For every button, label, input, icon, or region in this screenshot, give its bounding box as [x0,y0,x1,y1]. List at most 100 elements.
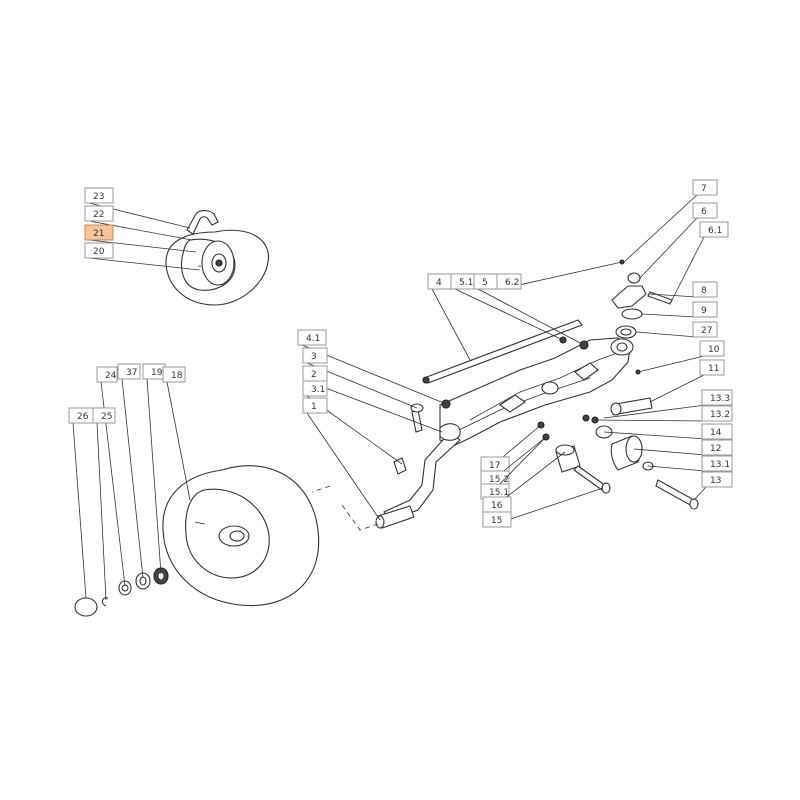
leader-line-11 [649,374,705,403]
leader-line-12 [633,448,707,456]
callout-text-19: 19 [151,368,163,378]
callout-text-5: 5 [482,278,488,288]
callout-box-37[interactable] [117,363,141,380]
callout-12[interactable]: 12 [633,439,733,456]
callout-16[interactable]: 16 [482,451,566,513]
callout-37[interactable]: 37 [117,363,144,579]
callout-5[interactable]: 5 [473,273,585,346]
callout-17[interactable]: 17 [480,424,542,473]
callout-box-15[interactable] [482,511,512,528]
callout-19[interactable]: 19 [142,363,166,575]
callout-5-1[interactable]: 5.1 [450,273,564,341]
callout-box-6[interactable] [692,202,718,219]
callout-text-13: 13 [710,476,721,486]
front-wheel-assembly [74,465,320,617]
callout-text-3: 3 [311,352,317,362]
callout-box-23[interactable] [84,187,114,204]
callout-box-6-1[interactable] [699,221,729,238]
leader-line-5 [477,288,585,346]
leader-line-6 [639,217,698,279]
callout-27[interactable]: 27 [635,321,718,338]
callout-text-22: 22 [93,210,104,220]
callout-text-10: 10 [708,345,720,355]
callout-text-15-1: 15.1 [489,488,509,498]
callout-box-18[interactable] [162,366,186,383]
callout-18[interactable]: 18 [162,366,191,501]
callout-14[interactable]: 14 [603,423,733,440]
callout-13[interactable]: 13 [693,471,733,501]
callout-7[interactable]: 7 [623,179,718,263]
callout-6-1[interactable]: 6.1 [671,221,729,301]
callout-box-14[interactable] [701,423,733,440]
callout-text-16: 16 [491,501,503,511]
callout-text-3-1: 3.1 [311,385,325,395]
callout-box-3[interactable] [302,347,328,364]
leader-line-8 [649,293,698,298]
callout-box-4-1[interactable] [297,329,327,346]
leader-line-7 [623,194,698,263]
leader-line-5-1 [454,288,564,341]
front-axle-assembly [375,259,699,529]
callout-13-2[interactable]: 13.2 [594,405,733,422]
callout-text-13-2: 13.2 [710,410,730,420]
callout-13-3[interactable]: 13.3 [603,389,733,419]
callout-25[interactable]: 25 [92,407,116,601]
callout-box-6-2[interactable] [496,273,522,290]
callout-6-2[interactable]: 6.2 [496,261,623,290]
callout-box-24[interactable] [96,366,118,383]
callout-box-11[interactable] [699,359,725,376]
callout-box-9[interactable] [692,301,718,318]
callout-1[interactable]: 1 [302,397,381,521]
callout-22[interactable]: 22 [84,205,193,241]
callout-26[interactable]: 26 [68,407,94,599]
callout-box-12[interactable] [701,439,733,456]
callout-box-8[interactable] [692,281,718,298]
callout-text-23: 23 [93,192,104,202]
callout-text-5-1: 5.1 [459,278,473,288]
callout-text-2: 2 [311,370,317,380]
callout-4[interactable]: 4 [427,273,471,361]
callout-box-10[interactable] [699,340,725,357]
callout-21[interactable]: 21 [84,224,197,253]
callout-11[interactable]: 11 [649,359,725,403]
callout-24[interactable]: 24 [96,366,126,587]
callout-box-1[interactable] [302,397,328,414]
callout-text-24: 24 [105,371,117,381]
callout-13-1[interactable]: 13.1 [647,455,733,472]
callout-text-6-2: 6.2 [505,278,519,288]
callout-box-3-1[interactable] [302,380,328,397]
callout-box-27[interactable] [692,321,718,338]
leader-line-13-3 [603,404,707,419]
callout-box-7[interactable] [692,179,718,196]
callout-box-22[interactable] [84,205,114,222]
callout-6[interactable]: 6 [639,202,718,279]
callout-15[interactable]: 15 [482,487,604,528]
callout-text-4-1: 4.1 [306,334,320,344]
leader-line-19 [146,378,162,575]
callout-8[interactable]: 8 [649,281,718,298]
callout-box-13-1[interactable] [701,455,733,472]
leader-line-26 [72,422,87,599]
callout-text-8: 8 [701,286,707,296]
callout-box-13[interactable] [701,471,733,488]
callout-text-11: 11 [708,364,719,374]
callout-box-25[interactable] [92,407,116,424]
callout-text-12: 12 [710,444,721,454]
callout-text-26: 26 [77,412,89,422]
callout-text-20: 20 [93,247,105,257]
callout-3-1[interactable]: 3.1 [302,380,403,465]
callout-box-13-3[interactable] [701,389,733,406]
callout-box-21[interactable] [84,224,114,241]
leader-line-18 [166,381,191,501]
callout-text-9: 9 [701,306,707,316]
leader-line-13 [693,486,707,501]
callout-box-13-2[interactable] [701,405,733,422]
callout-10[interactable]: 10 [637,340,725,373]
callout-box-20[interactable] [84,242,114,259]
callout-20[interactable]: 20 [84,242,201,271]
callout-9[interactable]: 9 [641,301,718,318]
callout-text-14: 14 [710,428,722,438]
leader-line-14 [603,431,707,440]
callout-2[interactable]: 2 [302,365,443,433]
